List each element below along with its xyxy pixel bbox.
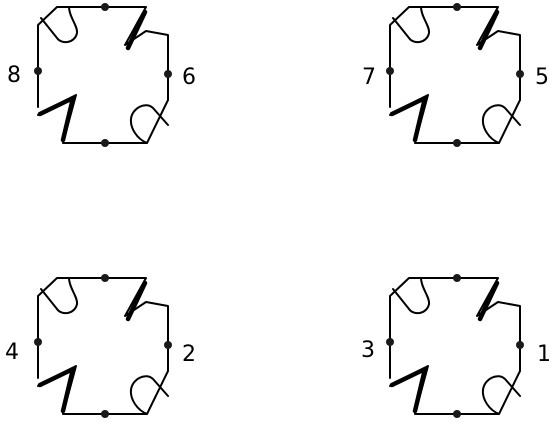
port-dot-right	[164, 70, 172, 78]
tile-thick-stroke	[389, 280, 500, 414]
port-dot-right	[516, 341, 524, 349]
tile-thick-stroke	[389, 9, 500, 143]
port-dot-top	[101, 3, 109, 11]
port-dot-bottom	[101, 139, 109, 147]
tile-bottom-right: 3 1	[361, 274, 551, 418]
port-dot-left	[386, 338, 394, 346]
tile-label-left: 8	[7, 63, 21, 88]
port-dot-right	[516, 70, 524, 78]
tile-top-left: 8 6	[7, 3, 196, 147]
tile-outline	[389, 6, 521, 144]
tile-label-right: 6	[182, 65, 196, 90]
tile-thick-stroke	[37, 9, 148, 143]
port-dot-top	[453, 274, 461, 282]
port-dot-top	[101, 274, 109, 282]
tile-thick-stroke	[37, 280, 148, 414]
tile-label-left: 3	[361, 338, 375, 363]
port-dot-left	[34, 67, 42, 75]
tile-outline	[37, 6, 169, 144]
tile-label-left: 7	[362, 65, 376, 90]
port-dot-bottom	[453, 410, 461, 418]
tile-label-right: 5	[535, 65, 549, 90]
tile-bottom-left: 4 2	[5, 274, 196, 418]
port-dot-right	[164, 341, 172, 349]
tile-label-right: 2	[182, 342, 196, 367]
port-dot-bottom	[101, 410, 109, 418]
tile-top-right: 7 5	[362, 3, 549, 147]
tile-label-left: 4	[5, 340, 19, 365]
tile-label-right: 1	[537, 342, 551, 367]
port-dot-bottom	[453, 139, 461, 147]
tile-outline	[37, 277, 169, 415]
tile-outline	[389, 277, 521, 415]
port-dot-left	[34, 338, 42, 346]
port-dot-top	[453, 3, 461, 11]
port-dot-left	[386, 67, 394, 75]
